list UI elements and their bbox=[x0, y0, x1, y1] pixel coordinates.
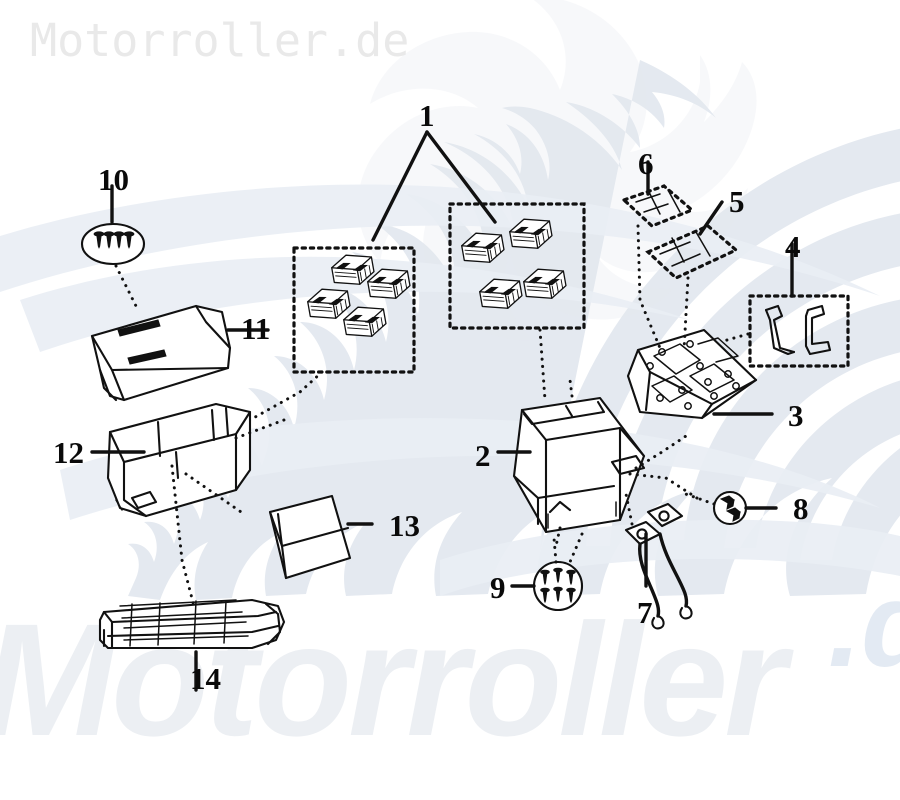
part-1-cell-group-left bbox=[292, 246, 416, 374]
callout-label-12[interactable]: 12 bbox=[53, 435, 84, 470]
callout-label-13[interactable]: 13 bbox=[389, 508, 420, 543]
part-5-connector-strip bbox=[645, 200, 739, 352]
part-2-battery-tray bbox=[496, 378, 702, 564]
callout-label-8[interactable]: 8 bbox=[793, 491, 809, 526]
callout-label-11[interactable]: 11 bbox=[241, 311, 271, 346]
callout-label-14[interactable]: 14 bbox=[190, 661, 221, 696]
callout-label-2[interactable]: 2 bbox=[475, 438, 491, 473]
callout-label-4[interactable]: 4 bbox=[785, 229, 801, 264]
part-13-insulator-pad bbox=[268, 494, 374, 580]
part-10-screw-set bbox=[80, 184, 146, 308]
callout-label-1[interactable]: 1 bbox=[419, 98, 435, 133]
assembly-dotted-links-1 bbox=[230, 328, 547, 432]
callout-label-5[interactable]: 5 bbox=[729, 184, 745, 219]
part-4-clamp-bracket-pair bbox=[718, 242, 850, 368]
part-6-connector-plate bbox=[620, 160, 696, 350]
part-1-cell-group-right bbox=[448, 202, 586, 330]
callout-label-3[interactable]: 3 bbox=[788, 398, 804, 433]
part-14-carry-strap bbox=[98, 598, 286, 692]
part-3-perforated-cover-plate bbox=[626, 328, 774, 420]
callout-label-10[interactable]: 10 bbox=[98, 162, 129, 197]
callout-label-6[interactable]: 6 bbox=[638, 146, 654, 181]
part-8-bolt-nut-set bbox=[678, 490, 778, 526]
part-11-battery-cover-lid bbox=[90, 304, 270, 402]
leader-1 bbox=[371, 130, 497, 242]
part-7-battery-cable-pair bbox=[624, 492, 693, 630]
callout-label-9[interactable]: 9 bbox=[490, 570, 506, 605]
callout-label-7[interactable]: 7 bbox=[637, 595, 653, 630]
watermark-top-left: Motorroller.de bbox=[30, 14, 410, 67]
part-12-battery-housing bbox=[90, 402, 286, 616]
part-9-screw-set-six bbox=[510, 536, 584, 612]
